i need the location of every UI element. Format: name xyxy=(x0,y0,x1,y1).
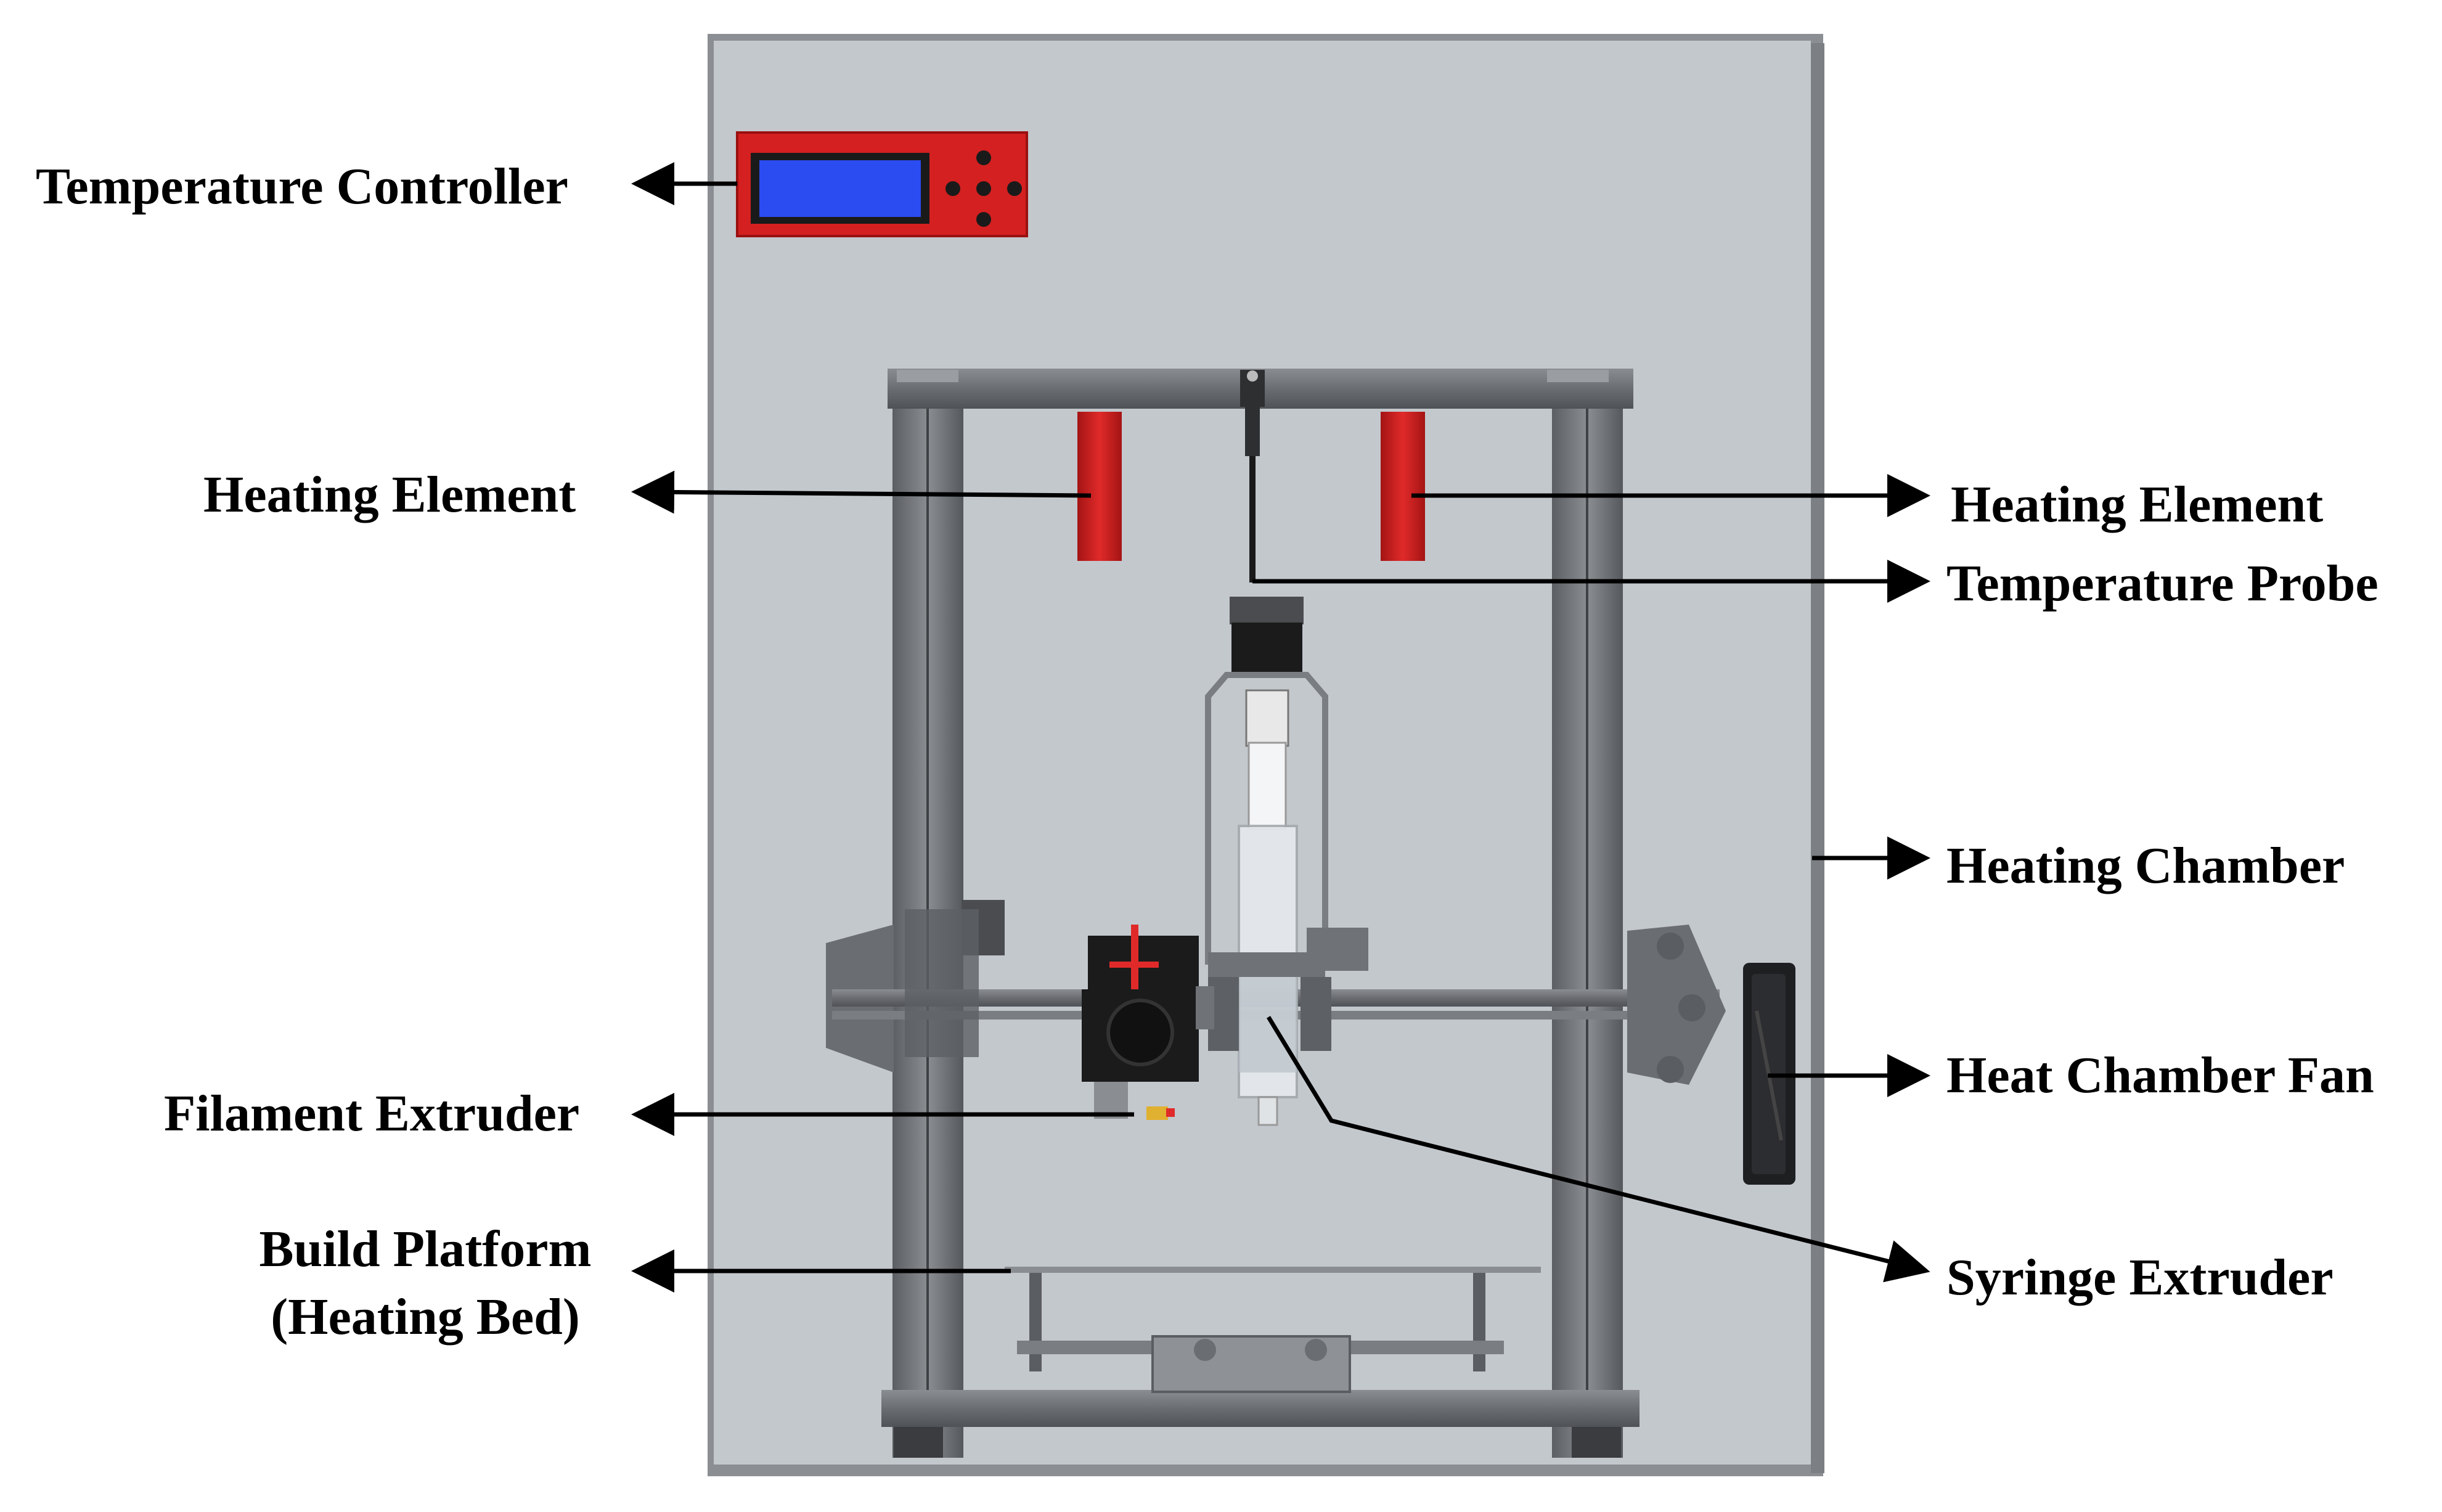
label-syringe-extruder: Syringe Extruder xyxy=(1946,1249,2334,1306)
heating-element-right xyxy=(1381,412,1425,561)
label-temperature-probe: Temperature Probe xyxy=(1946,555,2379,612)
label-heating-chamber: Heating Chamber xyxy=(1946,837,2345,894)
printer-frame xyxy=(826,369,1726,1458)
leader-heating-element-left xyxy=(631,470,1092,514)
label-temperature-controller: Temperature Controller xyxy=(36,158,568,215)
build-platform xyxy=(1005,1267,1541,1393)
label-build-platform-line1: Build Platform xyxy=(259,1220,592,1278)
syringe-extruder xyxy=(1205,597,1368,1126)
label-build-platform-line2: (Heating Bed) xyxy=(271,1288,580,1346)
label-filament-extruder: Filament Extruder xyxy=(164,1085,580,1142)
label-heating-element-left: Heating Element xyxy=(203,466,576,523)
filament-extruder xyxy=(1082,925,1214,1120)
label-heat-chamber-fan: Heat Chamber Fan xyxy=(1946,1047,2374,1104)
button-left-icon xyxy=(945,181,960,196)
button-center-icon xyxy=(976,181,991,196)
label-heating-element-right: Heating Element xyxy=(1951,476,2324,533)
temperature-probe xyxy=(1240,370,1265,582)
button-down-icon xyxy=(976,212,991,227)
leader-syringe-extruder xyxy=(1267,1016,1930,1283)
button-right-icon xyxy=(1007,181,1022,196)
heating-element-left xyxy=(1077,412,1122,561)
button-up-icon xyxy=(976,150,991,165)
leader-lines xyxy=(631,162,1930,1293)
temperature-controller xyxy=(736,131,1028,237)
